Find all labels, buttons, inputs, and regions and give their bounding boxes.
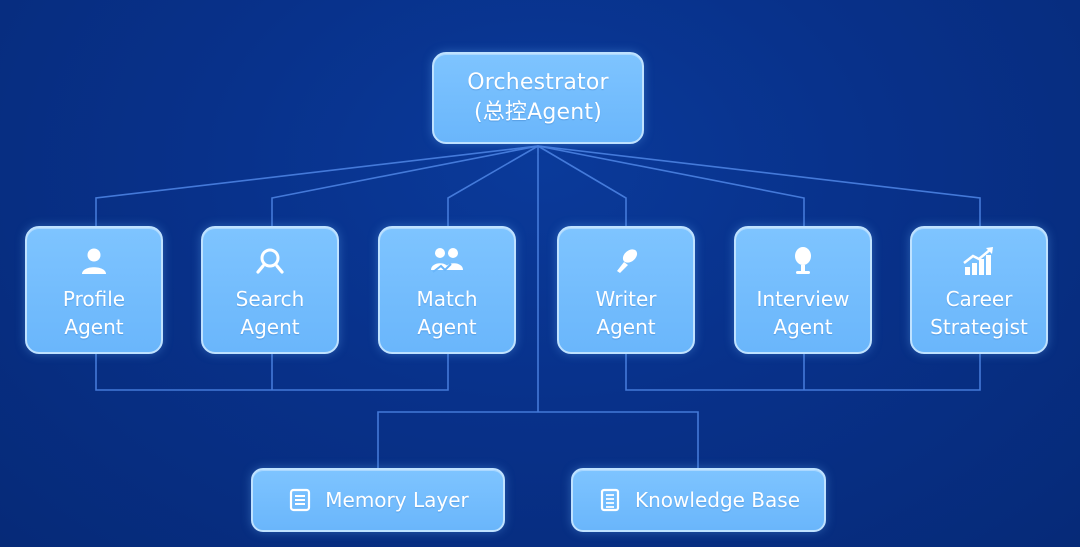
microphone-icon: [785, 243, 821, 279]
connector-right-bus: [625, 354, 981, 391]
connector-orchestrator-match: [447, 145, 539, 226]
profile-agent-node[interactable]: Profile Agent: [25, 226, 163, 354]
career-strategist-line1: Career: [945, 287, 1013, 311]
writer-agent-line2: Agent: [596, 315, 656, 339]
knowledge-base-node[interactable]: Knowledge Base: [571, 468, 826, 532]
connector-orchestrator-profile: [95, 145, 539, 226]
connector-orchestrator-career: [537, 145, 981, 226]
career-strategist-node[interactable]: Career Strategist: [910, 226, 1048, 354]
connector-orchestrator-search: [271, 145, 539, 226]
memory-layer-node[interactable]: Memory Layer: [251, 468, 505, 532]
pen-icon: [608, 243, 644, 279]
orchestrator-node[interactable]: Orchestrator (总控Agent): [432, 52, 644, 144]
profile-agent-line1: Profile: [62, 287, 126, 311]
interview-agent-node[interactable]: Interview Agent: [734, 226, 872, 354]
match-agent-line2: Agent: [417, 315, 477, 339]
connector-orchestrator-writer: [537, 145, 627, 226]
orchestrator-subtitle: (总控Agent): [473, 100, 603, 125]
growth-chart-icon: [961, 243, 997, 279]
memory-layer-label: Memory Layer: [325, 488, 469, 512]
search-agent-node[interactable]: Search Agent: [201, 226, 339, 354]
writer-agent-line1: Writer: [595, 287, 657, 311]
match-agent-node[interactable]: Match Agent: [378, 226, 516, 354]
orchestrator-title: Orchestrator: [467, 70, 609, 95]
notebook-icon: [597, 487, 623, 513]
connector-orchestrator-interview: [537, 145, 805, 226]
search-agent-line2: Agent: [240, 315, 300, 339]
document-icon: [287, 487, 313, 513]
interview-agent-line2: Agent: [773, 315, 833, 339]
knowledge-base-label: Knowledge Base: [635, 488, 800, 512]
people-icon: [429, 243, 465, 279]
connector-bottom-branch: [377, 411, 699, 468]
interview-agent-line1: Interview: [756, 287, 850, 311]
search-icon: [252, 243, 288, 279]
profile-agent-line2: Agent: [64, 315, 124, 339]
match-agent-line1: Match: [416, 287, 478, 311]
user-icon: [76, 243, 112, 279]
career-strategist-line2: Strategist: [930, 315, 1028, 339]
writer-agent-node[interactable]: Writer Agent: [557, 226, 695, 354]
connector-left-bus: [95, 354, 449, 391]
search-agent-line1: Search: [235, 287, 305, 311]
